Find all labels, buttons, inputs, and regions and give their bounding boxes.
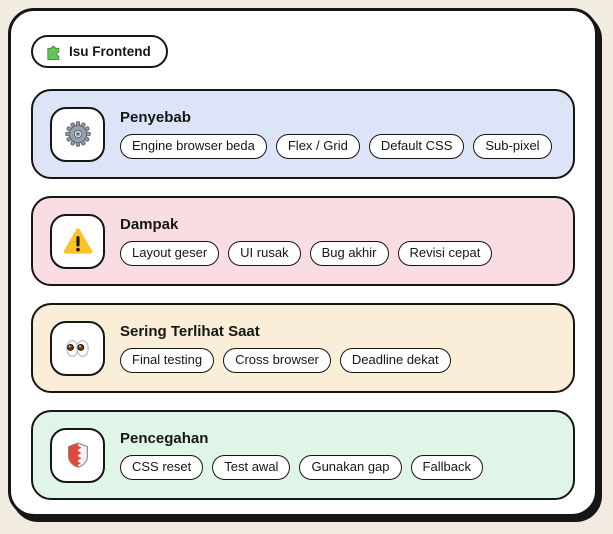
card-title: Penyebab	[120, 108, 191, 126]
card-title: Dampak	[120, 215, 179, 233]
tag-list: Engine browser beda Flex / Grid Default …	[120, 133, 552, 160]
tag[interactable]: Revisi cepat	[397, 240, 493, 267]
card-icon-box	[50, 106, 105, 162]
tag[interactable]: Sub-pixel	[473, 133, 552, 160]
gear-icon	[62, 118, 94, 150]
warning-icon	[62, 225, 94, 257]
card-list: Penyebab Engine browser beda Flex / Grid…	[31, 89, 575, 500]
tag[interactable]: UI rusak	[228, 240, 301, 267]
card-title: Pencegahan	[120, 429, 209, 447]
card-penyebab: Penyebab Engine browser beda Flex / Grid…	[31, 89, 575, 179]
tag-list: Layout geser UI rusak Bug akhir Revisi c…	[120, 240, 493, 267]
tag[interactable]: Default CSS	[368, 133, 465, 160]
topic-chip[interactable]: Isu Frontend	[31, 35, 168, 68]
tag[interactable]: Engine browser beda	[120, 133, 267, 160]
tag-list: Final testing Cross browser Deadline dek…	[120, 347, 451, 374]
card-icon-box	[50, 213, 105, 269]
card-sering-terlihat-saat: Sering Terlihat Saat Final testing Cross…	[31, 303, 575, 393]
tag[interactable]: Test awal	[212, 454, 291, 481]
tag[interactable]: Layout geser	[120, 240, 220, 267]
card-pencegahan: Pencegahan CSS reset Test awal Gunakan g…	[31, 410, 575, 500]
main-board: Isu Frontend	[8, 8, 598, 517]
tag[interactable]: Final testing	[120, 347, 215, 374]
tag[interactable]: CSS reset	[120, 454, 204, 481]
card-icon-box	[50, 427, 105, 483]
tag[interactable]: Bug akhir	[309, 240, 389, 267]
tag[interactable]: Fallback	[410, 454, 483, 481]
shield-icon	[63, 440, 93, 470]
tag[interactable]: Cross browser	[223, 347, 331, 374]
card-title: Sering Terlihat Saat	[120, 322, 260, 340]
card-icon-box	[50, 320, 105, 376]
tag[interactable]: Deadline dekat	[339, 347, 451, 374]
tag-list: CSS reset Test awal Gunakan gap Fallback	[120, 454, 483, 481]
tag[interactable]: Gunakan gap	[299, 454, 402, 481]
card-dampak: Dampak Layout geser UI rusak Bug akhir R…	[31, 196, 575, 286]
eyes-icon	[61, 332, 94, 365]
puzzle-icon	[45, 43, 62, 60]
topic-chip-label: Isu Frontend	[69, 44, 151, 59]
tag[interactable]: Flex / Grid	[275, 133, 360, 160]
